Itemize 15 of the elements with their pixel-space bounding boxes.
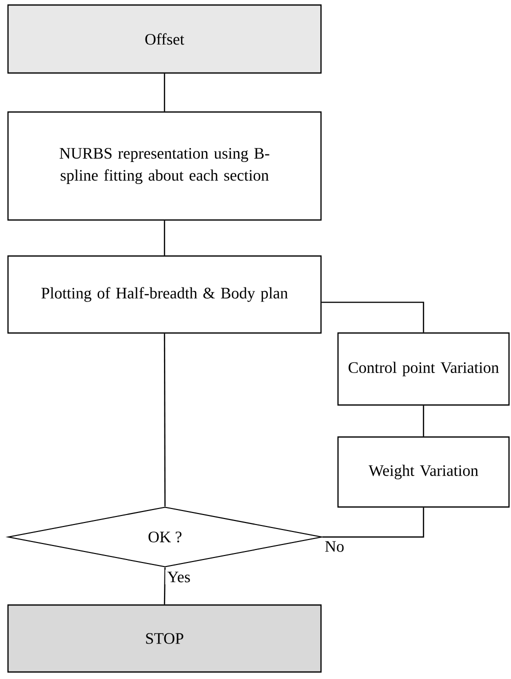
edge-label: No [322, 539, 346, 554]
connector-line [164, 220, 166, 256]
process-box: Offset [7, 4, 322, 74]
process-box: Plotting of Half-breadth & Body plan [7, 255, 322, 334]
process-box: STOP [7, 604, 322, 673]
process-box: Control point Variation [337, 332, 510, 406]
edge-label: Yes [165, 570, 192, 584]
connector-line [164, 74, 166, 112]
process-box: NURBS representation using B-spline fitting about each section [7, 111, 322, 221]
connector-line [322, 302, 424, 332]
connector-line [164, 568, 166, 604]
connector-line [422, 406, 424, 436]
connector-line [322, 508, 424, 538]
connector-line [164, 334, 166, 506]
process-box: Weight Variation [337, 436, 510, 508]
